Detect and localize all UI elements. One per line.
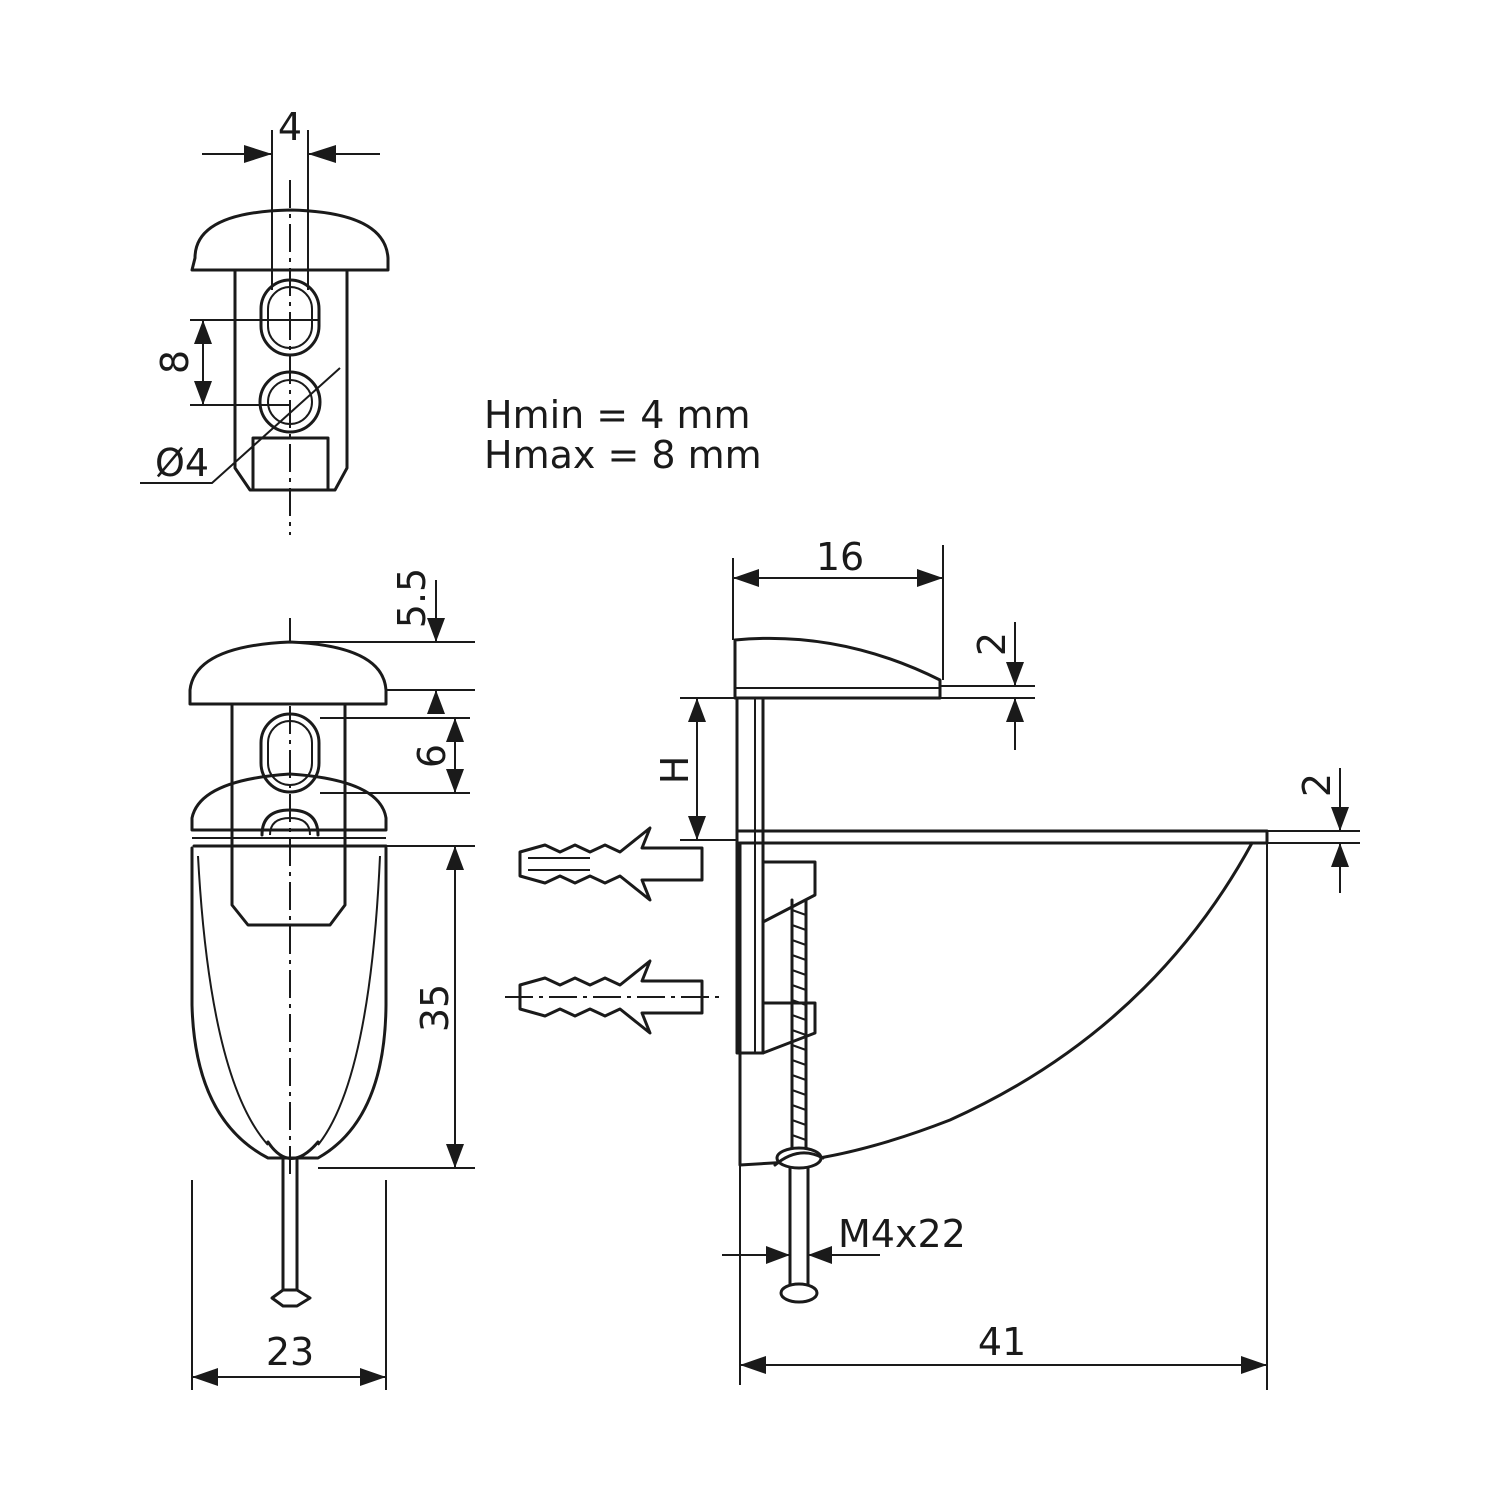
dim-side-upper-pad: 2 (970, 632, 1014, 656)
front-view (188, 580, 475, 1390)
dim-top-hole-diameter: Ø4 (155, 441, 209, 485)
top-view (140, 130, 390, 535)
dim-side-clamp-depth: 16 (816, 535, 864, 579)
dim-front-body-height: 35 (413, 984, 457, 1032)
dim-top-slot-width: 4 (278, 105, 302, 149)
dim-side-gap: H (653, 756, 697, 785)
dim-front-width: 23 (266, 1330, 314, 1374)
dim-top-hole-spacing: 8 (153, 350, 197, 374)
dim-front-slot-length: 6 (410, 744, 454, 768)
dim-side-length: 41 (978, 1320, 1026, 1364)
dim-side-screw: M4x22 (838, 1212, 966, 1256)
dim-side-lower-pad: 2 (1295, 773, 1339, 797)
side-view (680, 545, 1360, 1390)
dim-front-cap-height: 5.5 (390, 568, 434, 628)
wall-anchor-lower (505, 959, 720, 1035)
wall-anchor-upper (518, 826, 704, 902)
note-hmin: Hmin = 4 mm (484, 393, 751, 437)
note-hmax: Hmax = 8 mm (484, 433, 762, 477)
